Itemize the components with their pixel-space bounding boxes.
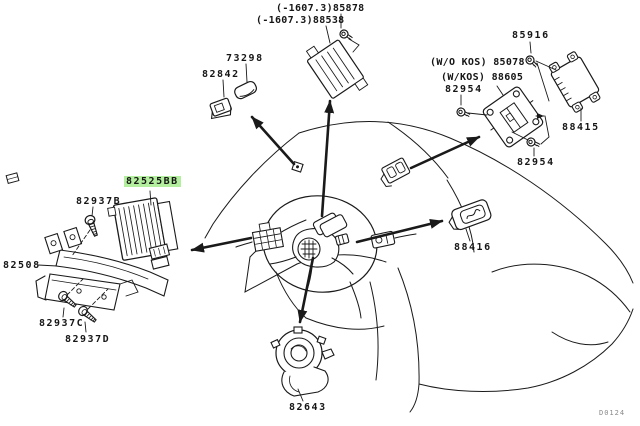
part-label-82937B[interactable]: 82937B bbox=[76, 196, 122, 207]
part-label-82954-left[interactable]: 82954 bbox=[445, 84, 483, 95]
clockspring-82643-drawing bbox=[270, 326, 335, 397]
part-label-85078[interactable]: (W/O KOS) 85078 bbox=[430, 57, 525, 68]
clip-82842-drawing bbox=[209, 97, 232, 120]
clip-73298-drawing bbox=[234, 80, 257, 100]
part-label-82643[interactable]: 82643 bbox=[289, 402, 327, 413]
module-88415-drawing bbox=[548, 51, 601, 113]
part-label-82842[interactable]: 82842 bbox=[202, 69, 240, 80]
part-label-88605[interactable]: (W/KOS) 88605 bbox=[441, 72, 524, 83]
harness-clip-drawing bbox=[5, 172, 20, 185]
screw-82954-left-drawing bbox=[455, 106, 472, 118]
part-label-82937C[interactable]: 82937C bbox=[39, 318, 85, 329]
screw-85878-drawing bbox=[338, 28, 355, 42]
bracket-82508-drawing bbox=[35, 226, 169, 311]
switch-88416-drawing bbox=[448, 199, 492, 231]
part-label-82508[interactable]: 82508 bbox=[3, 260, 41, 271]
part-label-88538[interactable]: (-1607.3)88538 bbox=[256, 15, 345, 26]
doc-code: D0124 bbox=[599, 409, 626, 417]
part-label-85916[interactable]: 85916 bbox=[512, 30, 550, 41]
screw-82954-right-drawing bbox=[525, 136, 542, 148]
part-label-82954-right[interactable]: 82954 bbox=[517, 157, 555, 168]
part-label-82937D[interactable]: 82937D bbox=[65, 334, 111, 345]
part-label-88415[interactable]: 88415 bbox=[562, 122, 600, 133]
pointer-arrows bbox=[190, 99, 481, 324]
part-label-85878[interactable]: (-1607.3)85878 bbox=[276, 3, 365, 14]
part-label-82525BB-highlighted[interactable]: 82525BB bbox=[124, 176, 181, 187]
bolt-82937B-drawing bbox=[83, 213, 102, 238]
part-label-73298[interactable]: 73298 bbox=[226, 53, 264, 64]
ecu-82525bb-drawing bbox=[107, 197, 179, 270]
steering-wheel-drawing bbox=[235, 195, 417, 293]
module-88538-drawing bbox=[305, 39, 369, 99]
part-label-88416[interactable]: 88416 bbox=[454, 242, 492, 253]
leader-lines bbox=[37, 13, 582, 402]
module-88605-drawing bbox=[482, 86, 544, 148]
